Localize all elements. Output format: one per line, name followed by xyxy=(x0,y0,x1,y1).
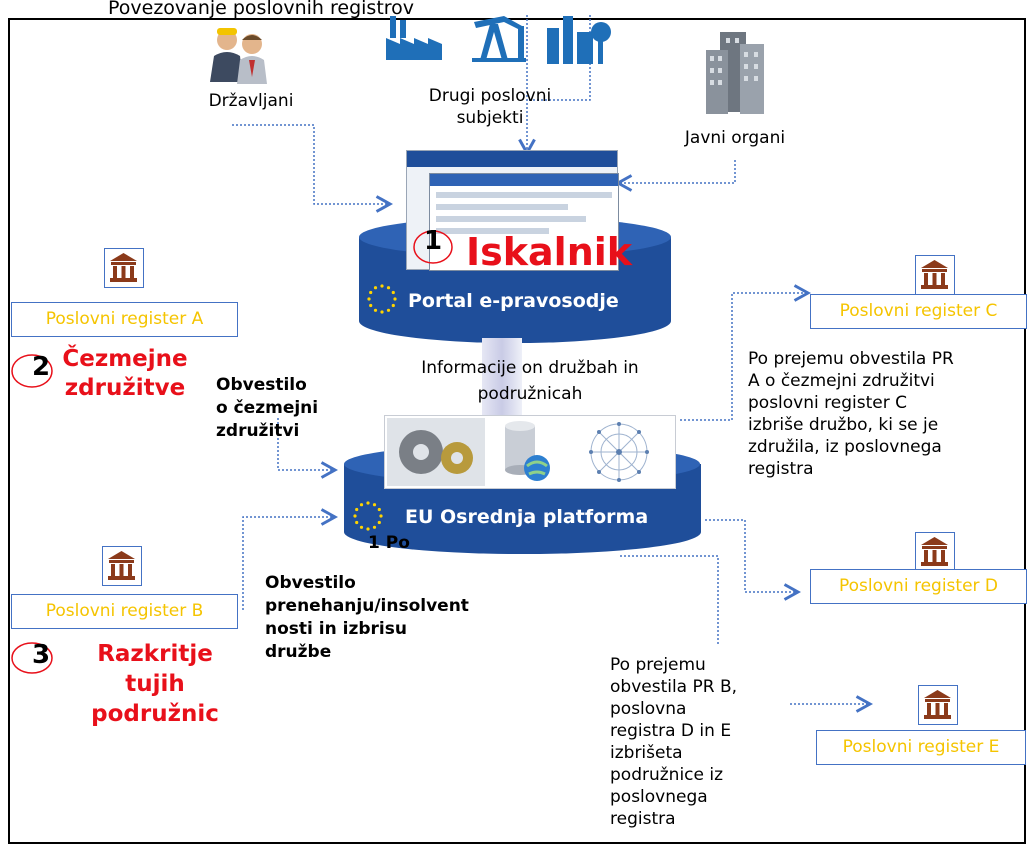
merger-number: 2 xyxy=(32,352,51,382)
register-b: Poslovni register B xyxy=(11,594,238,629)
info-label-line2: podružnicah xyxy=(477,384,583,404)
platform-name: EU Osrednja platforma xyxy=(405,506,649,528)
note-line: registra D in E xyxy=(610,721,732,741)
top-caption: Povezovanje poslovnih registrov xyxy=(108,0,415,19)
note-line: izbriše družbo, ki se je xyxy=(748,415,939,435)
info-label-line1: Informacije on družbah in xyxy=(421,358,639,378)
note-line: registra xyxy=(610,809,676,829)
merger-number-circle xyxy=(11,354,53,388)
insolvency-notice-line1: Obvestilo xyxy=(265,573,356,593)
portal-number-circle xyxy=(413,230,453,264)
note-line: registra xyxy=(748,459,814,479)
database-globe-icon xyxy=(505,421,550,481)
network-icon xyxy=(589,422,649,482)
register-de-note: Po prejemu obvestila PR B, poslovna regi… xyxy=(610,654,790,830)
insolvency-notice-line4: družbe xyxy=(265,642,332,662)
portal-screenshot xyxy=(406,150,619,271)
register-e: Poslovni register E xyxy=(816,730,1026,765)
note-line: podružnice iz xyxy=(610,765,724,785)
portal-number: 1 xyxy=(424,226,443,256)
merger-notice-line2: o čezmejni xyxy=(216,398,319,418)
note-line: obvestila PR B, xyxy=(610,677,738,697)
branches-number-circle xyxy=(11,642,53,674)
merger-label-line2: združitve xyxy=(64,375,186,401)
branches-label-line1: Razkritje xyxy=(97,641,213,667)
branches-label-line2: tujih xyxy=(125,671,185,697)
bank-icon xyxy=(915,532,955,572)
industrial-plant-icon xyxy=(547,16,611,64)
register-c: Poslovni register C xyxy=(810,294,1027,329)
eu-stars-icon xyxy=(353,501,383,531)
note-line: poslovnega xyxy=(610,787,708,807)
eu-stars-icon xyxy=(367,284,397,314)
insolvency-notice-line3: nosti in izbrisu xyxy=(265,619,407,639)
merger-notice-line1: Obvestilo xyxy=(216,375,307,395)
bank-icon xyxy=(104,248,144,288)
note-line: A o čezmejni združitvi xyxy=(748,371,935,391)
gears-icon xyxy=(387,418,485,486)
info-column xyxy=(482,338,522,420)
portal-name: Portal e-pravosodje xyxy=(408,290,619,312)
citizens-label: Državljani xyxy=(208,91,294,111)
note-line: združila, iz poslovnega xyxy=(748,437,942,457)
people-icon xyxy=(210,28,267,84)
insolvency-notice-line2: prenehanju/insolvent xyxy=(265,596,469,616)
office-buildings-icon xyxy=(706,32,764,114)
businesses-label-line2: subjekti xyxy=(456,108,524,128)
register-c-note: Po prejemu obvestila PR A o čezmejni zdr… xyxy=(748,348,1018,480)
authorities-label: Javni organi xyxy=(684,128,786,148)
search-label: Iskalnik xyxy=(466,230,633,274)
register-d: Poslovni register D xyxy=(810,569,1027,604)
note-line: izbrišeta xyxy=(610,743,683,763)
branches-label-line3: podružnic xyxy=(91,701,219,727)
merger-label-line1: Čezmejne xyxy=(62,346,188,372)
platform-stray-text: 1 Po xyxy=(368,533,410,553)
register-a: Poslovni register A xyxy=(11,302,238,337)
note-line: poslovna xyxy=(610,699,687,719)
branches-number: 3 xyxy=(32,640,51,670)
merger-notice-line3: združitvi xyxy=(216,421,300,441)
oil-pump-icon xyxy=(472,16,526,62)
note-line: Po prejemu obvestila PR xyxy=(748,349,954,369)
bank-icon xyxy=(915,255,955,295)
bank-icon xyxy=(102,546,142,586)
businesses-label-line1: Drugi poslovni xyxy=(428,86,552,106)
platform-images xyxy=(384,415,676,489)
note-line: Po prejemu xyxy=(610,655,706,675)
diagram-frame xyxy=(8,18,1026,844)
note-line: poslovni register C xyxy=(748,393,907,413)
factory-icon xyxy=(386,16,442,60)
bank-icon xyxy=(918,685,958,725)
